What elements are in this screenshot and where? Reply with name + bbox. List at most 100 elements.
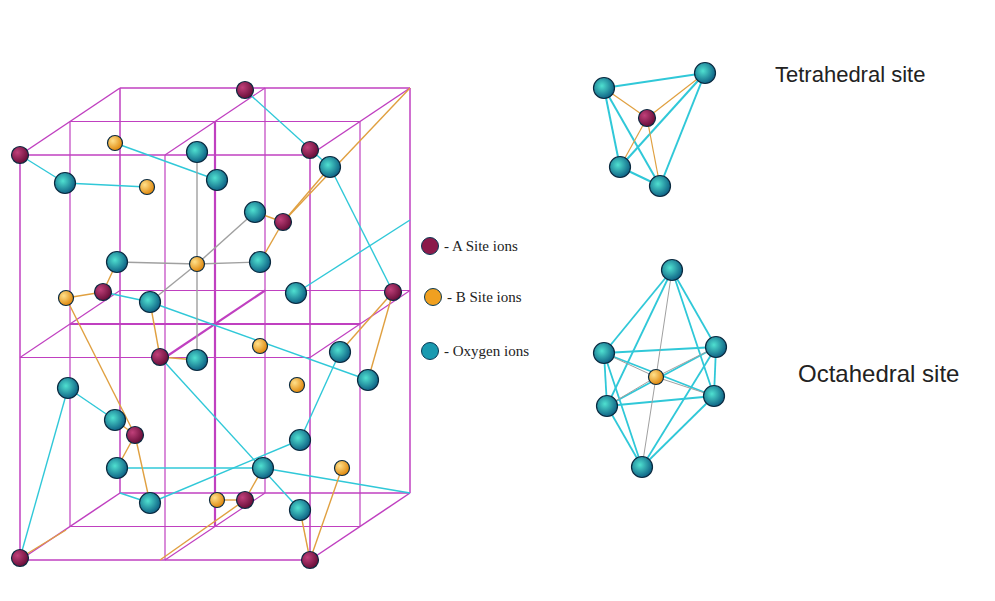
bond	[197, 212, 255, 264]
b-site-ion	[190, 257, 205, 272]
bond-lines	[20, 88, 410, 560]
a-site-ion	[639, 110, 656, 127]
a-site-ion	[385, 284, 402, 301]
a-site-ion	[275, 214, 292, 231]
bond	[65, 183, 147, 187]
cell-edge	[70, 121, 360, 122]
b-site-ion	[253, 339, 268, 354]
cell-edge	[20, 154, 310, 156]
oxygen-ion	[187, 142, 208, 163]
oxygen-ion	[320, 157, 341, 178]
legend-swatch	[421, 237, 439, 255]
octa-bond	[642, 377, 656, 467]
bond	[150, 302, 368, 380]
oxygen-ion	[704, 386, 725, 407]
legend-text: - Oxygen ions	[444, 343, 529, 360]
bond	[245, 90, 330, 167]
oxygen-ion	[107, 458, 128, 479]
b-site-ion	[290, 378, 305, 393]
oxygen-ion	[140, 292, 161, 313]
legend-text: - B Site ions	[447, 289, 522, 306]
oxygen-ion	[594, 78, 615, 99]
a-site-ion	[302, 142, 319, 159]
oxygen-ion	[245, 202, 266, 223]
legend-text: - A Site ions	[444, 238, 518, 255]
oxygen-ion	[107, 252, 128, 273]
oxygen-ion	[250, 252, 271, 273]
b-site-ion	[59, 291, 74, 306]
bond	[160, 357, 300, 510]
oxygen-ion	[105, 410, 126, 431]
octa-edge	[642, 347, 716, 467]
oxygen-ion	[55, 173, 76, 194]
bond	[66, 298, 135, 435]
legend-swatch	[424, 288, 442, 306]
bond	[20, 388, 68, 558]
oxygen-ion	[695, 63, 716, 84]
bond	[300, 352, 340, 440]
a-site-ion	[95, 284, 112, 301]
a-site-ion	[237, 82, 254, 99]
legend-row: - Oxygen ions	[421, 342, 529, 360]
bond	[296, 220, 410, 293]
octa-edge	[607, 347, 716, 406]
oxygen-ion	[290, 500, 311, 521]
coordination-polyhedra	[604, 73, 716, 467]
tetra-edge	[620, 73, 705, 167]
a-site-ion	[152, 349, 169, 366]
oxygen-ion	[358, 370, 379, 391]
b-site-ion	[335, 461, 350, 476]
oxygen-ion	[290, 430, 311, 451]
bond	[117, 262, 197, 264]
octa-bond	[656, 270, 672, 377]
b-site-ion	[210, 493, 225, 508]
legend-row: - A Site ions	[421, 237, 518, 255]
oxygen-ion	[140, 493, 161, 514]
b-site-ion	[108, 136, 123, 151]
bond	[196, 152, 197, 264]
bond	[196, 264, 197, 360]
octa-edge	[672, 270, 714, 396]
bond	[150, 440, 300, 503]
oxygen-ion	[253, 458, 274, 479]
oxygen-ion	[207, 170, 228, 191]
bond	[160, 500, 245, 560]
bond	[283, 88, 410, 222]
oxygen-ion	[662, 260, 683, 281]
a-site-ion	[237, 492, 254, 509]
site-label: Tetrahedral site	[775, 62, 925, 88]
cell-edge	[165, 291, 265, 358]
bond	[117, 467, 263, 468]
tetra-edge	[604, 88, 660, 186]
oxygen-ion	[597, 396, 618, 417]
a-site-ion	[127, 427, 144, 444]
cell-edge	[264, 88, 265, 493]
oxygen-ion	[632, 457, 653, 478]
ion-spheres	[12, 63, 727, 569]
octa-edge	[642, 396, 714, 467]
oxygen-ion	[330, 342, 351, 363]
bond	[330, 167, 393, 292]
tetra-edge	[604, 73, 705, 88]
a-site-ion	[12, 550, 29, 567]
oxygen-ion	[58, 378, 79, 399]
legend-row: - B Site ions	[424, 288, 522, 306]
oxygen-ion	[650, 176, 671, 197]
oxygen-ion	[187, 350, 208, 371]
b-site-ion	[649, 370, 664, 385]
cell-edge	[310, 88, 410, 155]
oxygen-ion	[286, 283, 307, 304]
a-site-ion	[12, 147, 29, 164]
bond	[340, 292, 393, 352]
site-label: Octahedral site	[798, 360, 959, 388]
oxygen-ion	[594, 343, 615, 364]
cell-edge	[120, 87, 410, 89]
oxygen-ion	[610, 157, 631, 178]
cell-edge	[409, 88, 411, 493]
bond	[310, 468, 342, 560]
b-site-ion	[140, 180, 155, 195]
a-site-ion	[302, 552, 319, 569]
legend-swatch	[421, 342, 439, 360]
unit-cell-lines	[20, 88, 410, 560]
tetra-edge	[604, 88, 620, 167]
